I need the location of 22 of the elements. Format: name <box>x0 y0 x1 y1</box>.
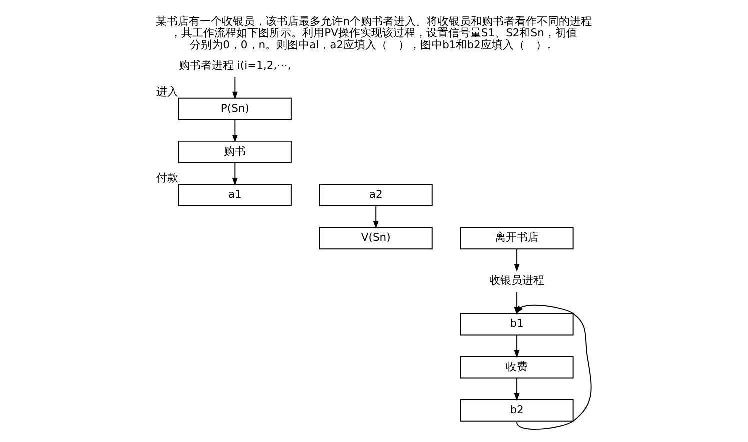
node-text: 购书者进程 i(i=1,2,⋯, <box>179 58 292 72</box>
node-box: a2 <box>319 184 433 207</box>
node-box: a1 <box>178 184 292 207</box>
node-box: V(Sn) <box>319 227 433 250</box>
node-box: P(Sn) <box>178 98 292 120</box>
node-box: b2 <box>460 399 574 422</box>
node-box: b1 <box>460 313 574 336</box>
node-box: 离开书店 <box>460 227 574 250</box>
arrow <box>516 305 592 430</box>
node-box: 收费 <box>460 356 574 379</box>
arrow <box>514 378 520 402</box>
diagram-title: 某书店有一个收银员，该书店最多允许n个购书者进入。将收银员和购书者看作不同的进程，其工作流程如下图所示。利用PV操作实现该过程，设置信号量S1、S2和Sn，初值分别为0，0，n。则图中al，a2应填入（ ），图中b1和b2应填入（ ）。 <box>156 14 592 52</box>
arrow <box>373 206 379 229</box>
node-text: 收银员进程 <box>490 274 545 288</box>
node-box: 购书 <box>178 140 292 164</box>
arrow <box>514 334 520 358</box>
node-label: 付款 <box>156 171 179 184</box>
arrow <box>232 120 238 143</box>
node-label: 进入 <box>156 85 179 98</box>
arrow <box>232 162 238 186</box>
arrow <box>514 248 520 272</box>
arrow <box>232 76 238 100</box>
